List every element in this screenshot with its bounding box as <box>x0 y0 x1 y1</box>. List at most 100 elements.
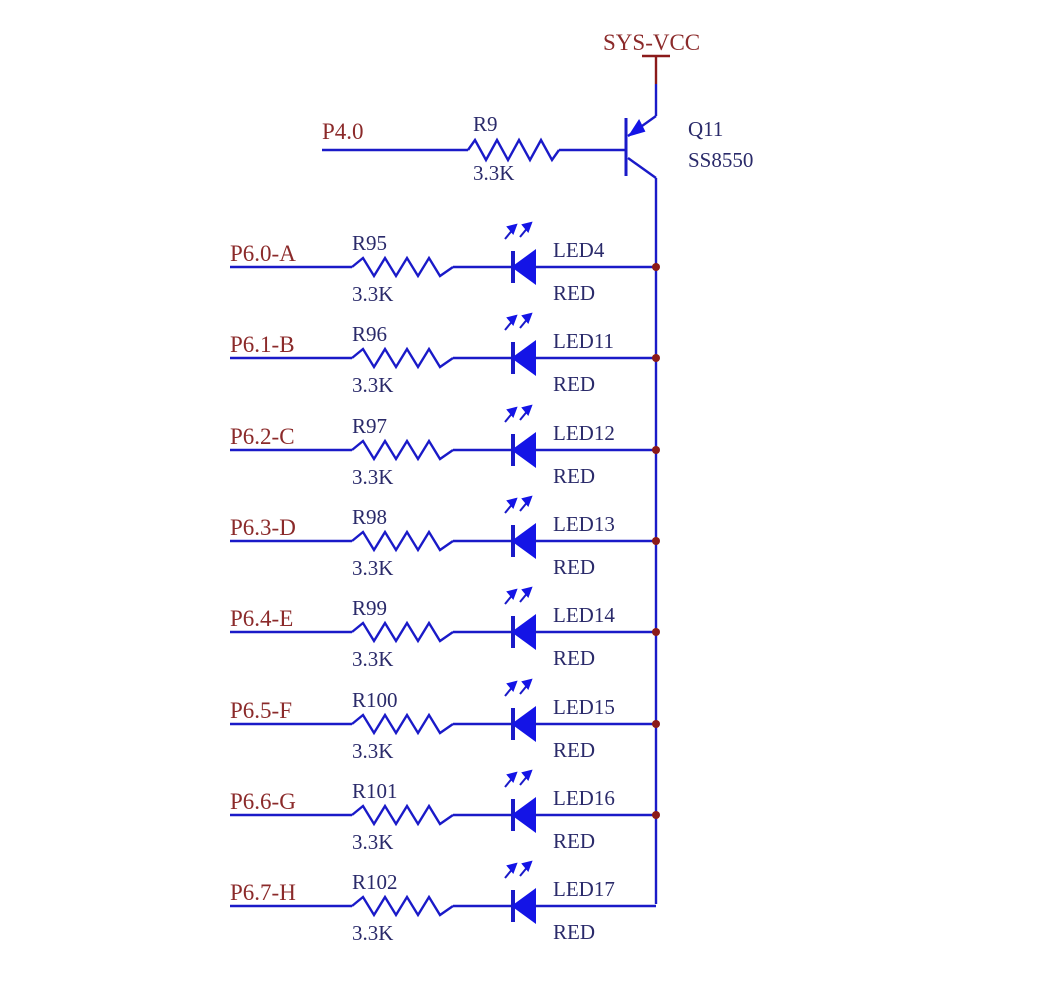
led-ref: LED16 <box>553 786 615 810</box>
channel-net-label: P6.4-E <box>230 606 293 631</box>
emitter-arrow <box>627 118 646 137</box>
led-color: RED <box>553 464 595 488</box>
channel-resistor-zigzag <box>351 438 454 462</box>
channel-resistor-zigzag <box>351 894 454 918</box>
led-ref: LED12 <box>553 421 615 445</box>
led-triangle <box>511 249 536 285</box>
channel-resistor-ref: R97 <box>352 414 387 438</box>
channel-resistor-value: 3.3K <box>352 739 393 763</box>
channel-resistor-zigzag <box>351 529 454 553</box>
led-emission-arrowhead <box>506 588 518 600</box>
power-symbol: SYS-VCC <box>603 30 700 84</box>
channel-net-label: P6.0-A <box>230 241 296 266</box>
led-triangle <box>511 432 536 468</box>
transistor-part: SS8550 <box>688 148 753 172</box>
base-resistor-value: 3.3K <box>473 161 514 185</box>
bus-junction-dot <box>652 446 660 454</box>
channel-net-label: P6.6-G <box>230 789 296 814</box>
led-emission-arrowhead <box>506 771 518 783</box>
bus-junction-dot <box>652 628 660 636</box>
led-ref: LED11 <box>553 329 614 353</box>
led-triangle <box>511 797 536 833</box>
led-ref: LED17 <box>553 877 615 901</box>
led-color: RED <box>553 920 595 944</box>
channel-net-label: P6.5-F <box>230 698 292 723</box>
channel-resistor-ref: R102 <box>352 870 398 894</box>
channel-resistor-value: 3.3K <box>352 373 393 397</box>
channel-net-label: P6.7-H <box>230 880 296 905</box>
led-triangle <box>511 523 536 559</box>
led-triangle <box>511 706 536 742</box>
led-color: RED <box>553 372 595 396</box>
led-emission-arrowhead <box>521 678 533 690</box>
bus-junction-dot <box>652 720 660 728</box>
base-resistor-ref: R9 <box>473 112 498 136</box>
power-label: SYS-VCC <box>603 30 700 55</box>
led-emission-arrowhead <box>506 497 518 509</box>
channel-resistor-zigzag <box>351 620 454 644</box>
channel-resistor-zigzag <box>351 346 454 370</box>
led-emission-arrowhead <box>506 406 518 418</box>
channel-net-label: P6.1-B <box>230 332 295 357</box>
collector-leg <box>627 157 657 179</box>
transistor-q11: Q11 SS8550 <box>624 84 753 179</box>
bus-junction-dot <box>652 354 660 362</box>
bus-junction-dot <box>652 811 660 819</box>
led-color: RED <box>553 555 595 579</box>
led-color: RED <box>553 738 595 762</box>
channel-resistor-value: 3.3K <box>352 647 393 671</box>
led-ref: LED14 <box>553 603 615 627</box>
channel-net-label: P6.3-D <box>230 515 296 540</box>
led-triangle <box>511 614 536 650</box>
led-ref: LED13 <box>553 512 615 536</box>
led-emission-arrowhead <box>506 680 518 692</box>
channel-net-label: P6.2-C <box>230 424 295 449</box>
led-triangle <box>511 888 536 924</box>
channel-resistor-zigzag <box>351 255 454 279</box>
channel-resistor-zigzag <box>351 712 454 736</box>
channel-resistor-value: 3.3K <box>352 282 393 306</box>
channel-resistor-value: 3.3K <box>352 830 393 854</box>
led-emission-arrowhead <box>521 860 533 872</box>
led-emission-arrowhead <box>521 221 533 233</box>
input-net-label: P4.0 <box>322 119 364 144</box>
channel-resistor-value: 3.3K <box>352 465 393 489</box>
channel-resistor-ref: R98 <box>352 505 387 529</box>
led-emission-arrowhead <box>521 312 533 324</box>
bus-junction-dot <box>652 263 660 271</box>
led-emission-arrowhead <box>506 314 518 326</box>
channel-resistor-value: 3.3K <box>352 556 393 580</box>
channel-resistor-value: 3.3K <box>352 921 393 945</box>
led-emission-arrowhead <box>506 223 518 235</box>
led-color: RED <box>553 829 595 853</box>
channel-resistor-ref: R99 <box>352 596 387 620</box>
bus-junction-dot <box>652 537 660 545</box>
channel-resistor-ref: R96 <box>352 322 387 346</box>
channel-resistor-zigzag <box>351 803 454 827</box>
led-ref: LED15 <box>553 695 615 719</box>
led-emission-arrowhead <box>521 404 533 416</box>
led-emission-arrowhead <box>521 586 533 598</box>
led-triangle <box>511 340 536 376</box>
led-emission-arrowhead <box>506 862 518 874</box>
channel-resistor-ref: R100 <box>352 688 398 712</box>
channel-resistor-ref: R95 <box>352 231 387 255</box>
led-color: RED <box>553 281 595 305</box>
led-color: RED <box>553 646 595 670</box>
led-emission-arrowhead <box>521 495 533 507</box>
led-ref: LED4 <box>553 238 605 262</box>
base-drive: P4.0 R9 3.3K <box>322 112 626 185</box>
channel-resistor-ref: R101 <box>352 779 398 803</box>
transistor-ref: Q11 <box>688 117 723 141</box>
led-emission-arrowhead <box>521 769 533 781</box>
